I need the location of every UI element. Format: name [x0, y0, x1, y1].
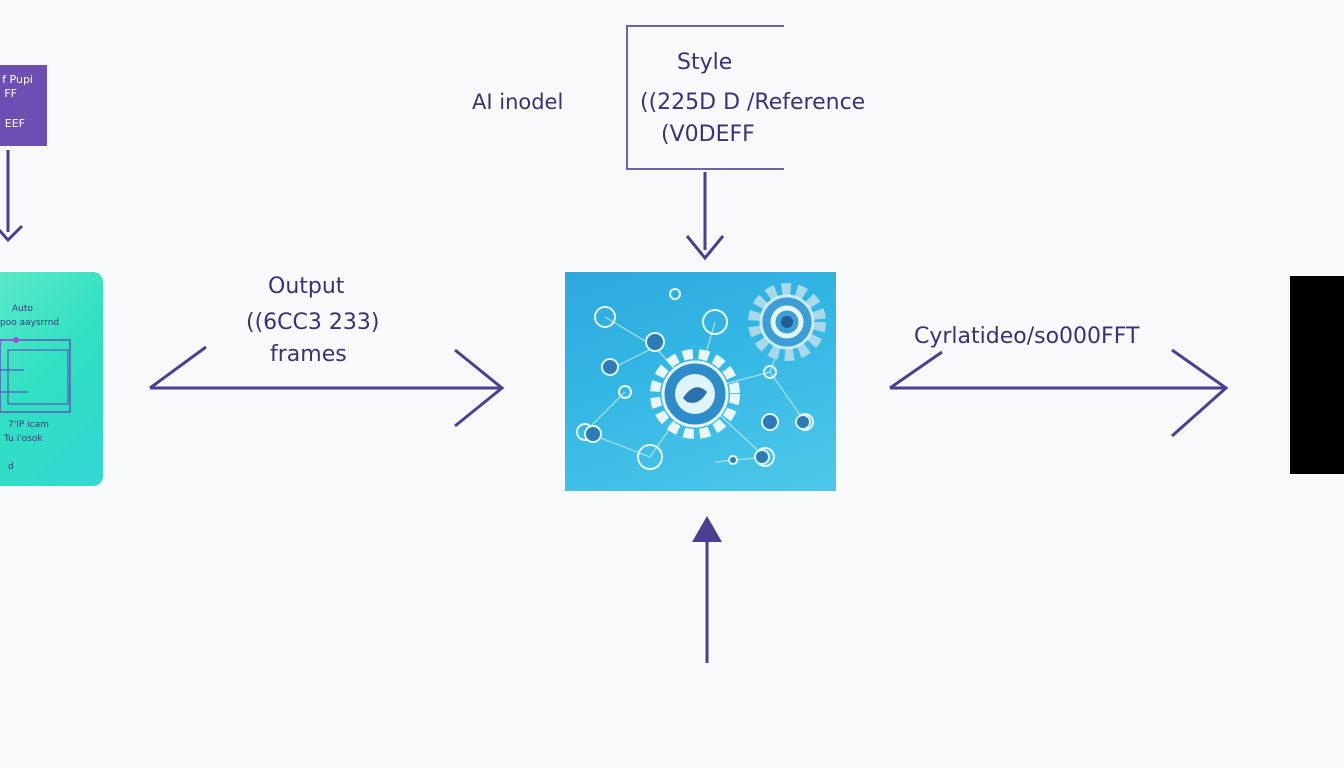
output-label-line-2: ((6CC3 233) [246, 310, 380, 335]
left-input-card: Auto poo aaysrrnd 7'IP icam Tu i'osok d [0, 272, 103, 486]
gear-icon [645, 332, 665, 352]
left-card-diagram [0, 337, 71, 413]
gear-icon [795, 414, 811, 430]
left-card-line-7: Tu i'osok [4, 434, 43, 444]
gear-icon [748, 283, 826, 361]
left-card-line-2: poo aaysrrnd [0, 318, 60, 328]
style-box-line-2: (V0DEFF [661, 122, 755, 147]
network-node-icon [763, 365, 777, 379]
gear-icon [601, 358, 619, 376]
network-node-icon [669, 288, 681, 300]
top-left-box: f Pupi FF EEF [0, 65, 47, 146]
style-down-arrowhead [685, 235, 725, 261]
output-label-line-1: Output [268, 274, 345, 299]
output-black-box [1290, 276, 1344, 474]
network-node-icon [618, 385, 632, 399]
output-label-line-3: frames [270, 342, 347, 367]
top-left-box-line-1: f Pupi [2, 73, 33, 86]
style-box-line-1: ((225D D /Reference [640, 90, 866, 115]
gear-icon [761, 413, 779, 431]
gear-icon [650, 349, 740, 439]
top-left-box-line-3: EEF [4, 117, 25, 130]
bottom-up-arrowhead [692, 516, 722, 542]
right-arrow-label: Cyrlatideo/so000FFT [914, 324, 1140, 349]
gear-icon [584, 425, 602, 443]
gear-icon [728, 455, 738, 465]
right-arrow-head [1171, 348, 1229, 438]
top-left-arrowhead [0, 224, 24, 243]
left-card-line-8: d [8, 462, 14, 472]
gears-network-illustration [576, 283, 826, 470]
right-arrow-tail [889, 350, 943, 390]
left-arrow-head [454, 348, 505, 428]
style-box-title: Style [677, 50, 733, 75]
left-card-line-1: Auto [12, 304, 33, 314]
network-node-icon [594, 306, 616, 328]
left-arrow-tail [149, 345, 207, 390]
network-node-icon [702, 309, 728, 335]
ai-model-label: AI inodel [472, 90, 564, 114]
left-card-line-6: 7'IP icam [8, 420, 49, 430]
gear-icon [754, 449, 770, 465]
top-left-box-line-2: FF [4, 87, 17, 100]
network-node-icon [637, 444, 663, 470]
style-reference-box [626, 25, 784, 170]
ai-processing-image [565, 272, 836, 491]
